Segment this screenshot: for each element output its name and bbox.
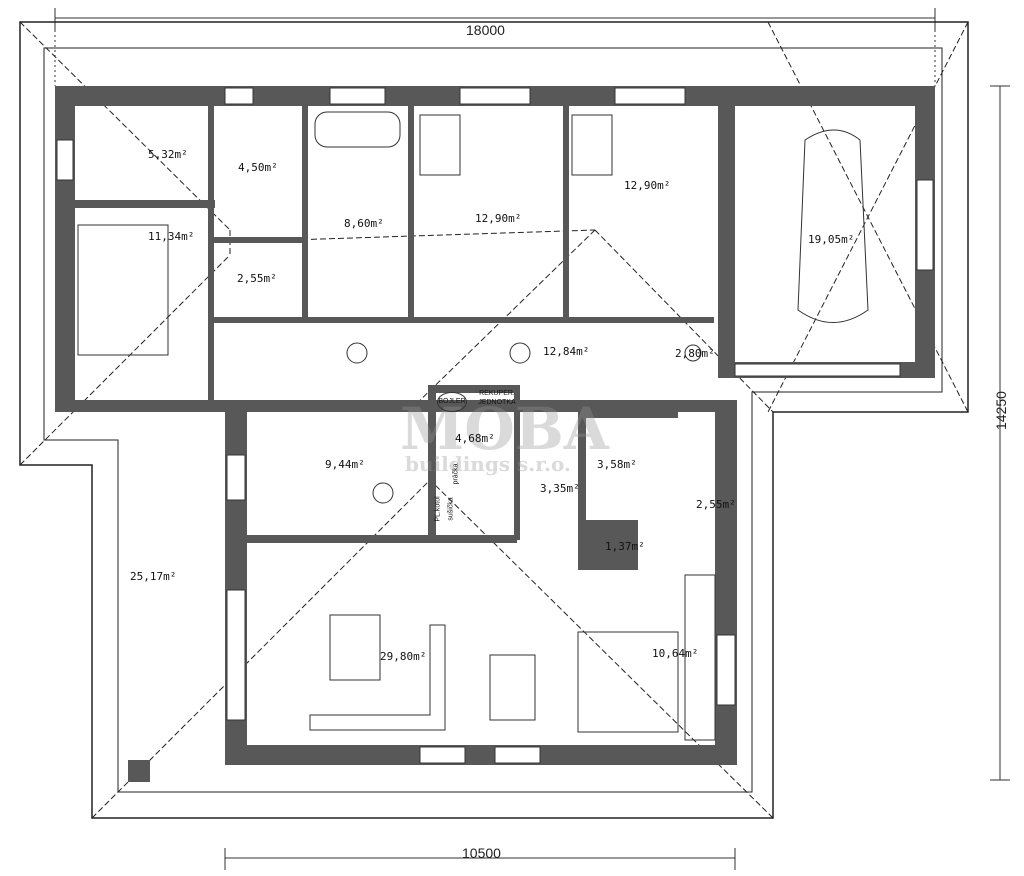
windows [56, 87, 934, 764]
room-area: 3,35m² [540, 482, 580, 495]
furniture [77, 111, 869, 741]
dryer-label-2: sušička [447, 497, 455, 521]
room-area: 25,17m² [130, 570, 177, 583]
room-area: 1,37m² [605, 540, 645, 553]
room-area: 29,80m² [380, 650, 427, 663]
room-area: 3,58m² [597, 458, 637, 471]
room-area: 9,44m² [325, 458, 365, 471]
room-area: 2,55m² [696, 498, 736, 511]
boiler-label: BOJLER [437, 392, 467, 412]
watermark-logo: MOBA [400, 395, 609, 463]
dimension-bottom: 10500 [462, 845, 501, 861]
dimension-top: 18000 [466, 22, 505, 38]
room-area: 8,60m² [344, 217, 384, 230]
room-area: 10,64m² [652, 647, 699, 660]
washer-label: práčka [452, 463, 460, 485]
room-area: 5,32m² [148, 148, 188, 161]
room-area: 4,68m² [455, 432, 495, 445]
room-area: 12,90m² [475, 212, 522, 225]
room-area: 12,90m² [624, 179, 671, 192]
watermark-sub: buildings s.r.o. [405, 452, 571, 476]
recuperation-label-2: JEDNOTKA [478, 399, 516, 406]
dimension-right: 14250 [993, 391, 1009, 430]
room-area: 19,05m² [808, 233, 855, 246]
dimension-lines [54, 8, 1010, 870]
room-area: 4,50m² [238, 161, 278, 174]
recuperation-label-1: REKUPER. [479, 390, 515, 397]
room-area: 11,34m² [148, 230, 195, 243]
room-area: 12,84m² [543, 345, 590, 358]
dryer-label-1: PL.kotol [434, 496, 442, 522]
room-area: 2,55m² [237, 272, 277, 285]
room-area: 2,80m² [675, 347, 715, 360]
